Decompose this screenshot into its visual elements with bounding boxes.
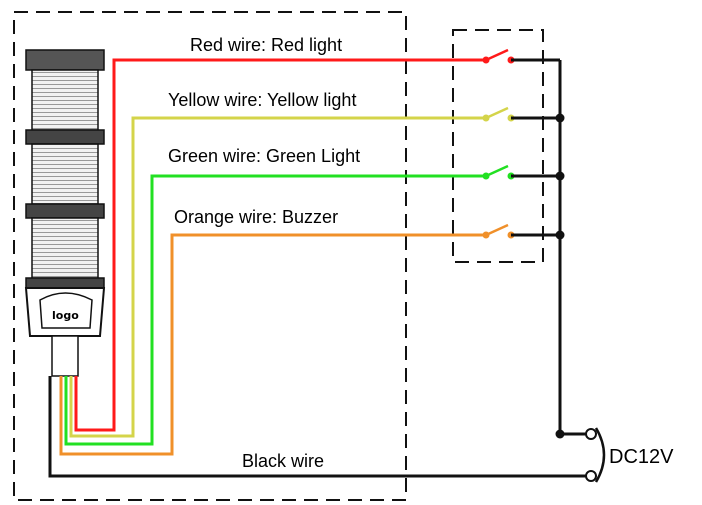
switch-red-light	[482, 48, 560, 64]
wire-green	[64, 174, 486, 446]
wire-black	[48, 376, 586, 478]
switch-yellow-light	[482, 106, 560, 122]
tower-ring-1	[25, 129, 105, 145]
switch-box-enclosure	[452, 29, 544, 263]
tower-ring-3	[25, 277, 105, 289]
tower-segment-yellow	[31, 143, 99, 205]
wire-orange	[59, 233, 486, 456]
label-power: DC12V	[609, 446, 674, 468]
signal-tower-light: logo	[24, 49, 106, 377]
common-bus	[555, 60, 586, 439]
tower-segment-green	[31, 217, 99, 279]
label-orange-wire: Orange wire: Buzzer	[174, 207, 338, 227]
wire-red	[74, 58, 486, 432]
label-green-wire: Green wire: Green Light	[168, 146, 360, 166]
tower-logo: logo	[52, 309, 79, 322]
tower-segment-red	[31, 69, 99, 131]
terminal-positive	[585, 428, 597, 440]
switch-green-light	[482, 164, 560, 180]
label-black-wire: Black wire	[242, 451, 324, 471]
label-yellow-wire: Yellow wire: Yellow light	[168, 90, 356, 110]
terminal-negative	[585, 470, 597, 482]
power-bracket	[594, 427, 606, 483]
wire-yellow	[69, 116, 486, 438]
label-red-wire: Red wire: Red light	[190, 35, 342, 55]
tower-stem	[51, 335, 79, 377]
tower-ring-2	[25, 203, 105, 219]
tower-top-cap	[25, 49, 105, 71]
power-terminals	[585, 427, 606, 483]
switch-buzzer	[482, 223, 560, 239]
tower-base-badge	[39, 292, 93, 329]
